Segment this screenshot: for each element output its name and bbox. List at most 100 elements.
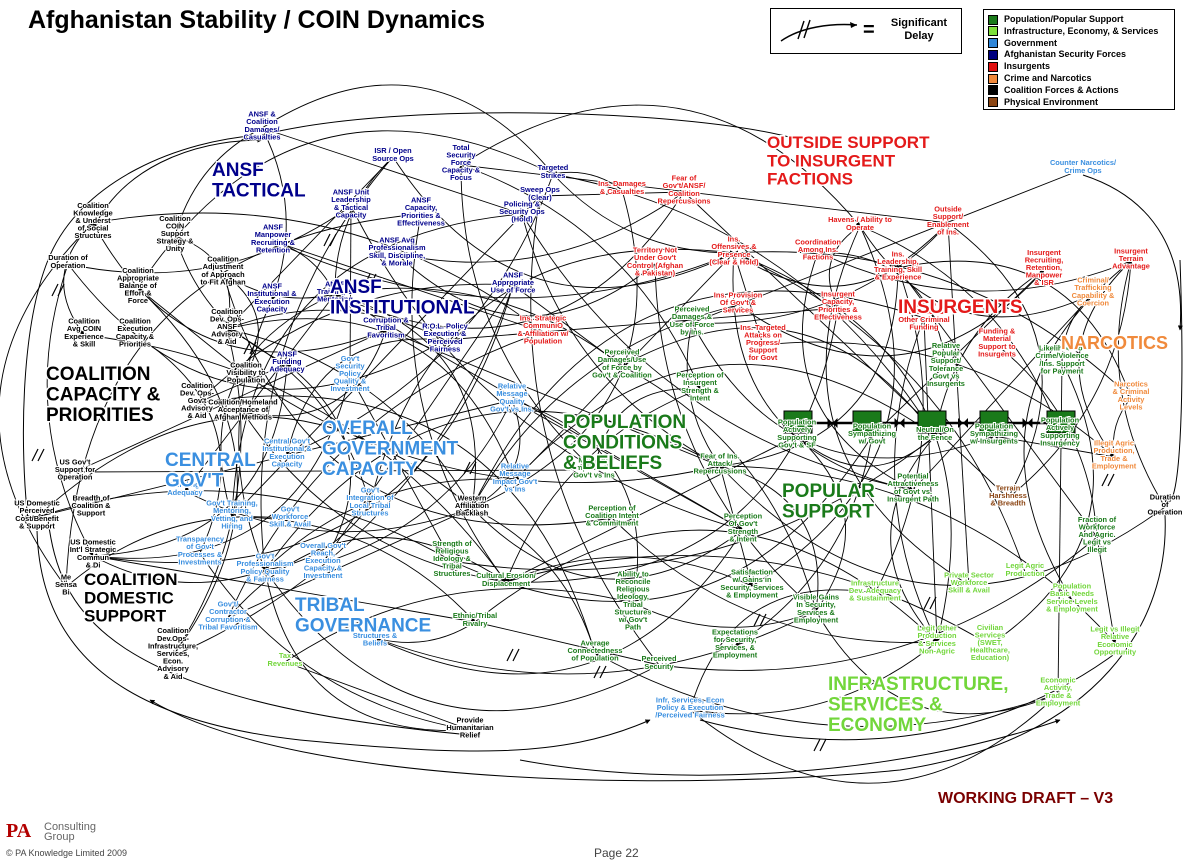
causal-link-arrow bbox=[172, 328, 242, 657]
page-number: Page 22 bbox=[594, 846, 639, 860]
page-title: Afghanistan Stability / COIN Dynamics bbox=[28, 6, 486, 34]
node-label: Fear of Ins.Attack/Repercussions bbox=[694, 451, 747, 475]
delay-mark-icon bbox=[51, 283, 59, 297]
causal-link-arrow bbox=[505, 556, 753, 587]
causal-link-arrow bbox=[222, 272, 336, 299]
causal-link-arrow bbox=[444, 307, 839, 342]
causal-link-arrow bbox=[284, 661, 471, 731]
causal-link-arrow bbox=[859, 225, 1061, 435]
working-draft-label: WORKING DRAFT – V3 bbox=[938, 790, 1114, 807]
legend-item: Coalition Forces & Actions bbox=[988, 85, 1119, 96]
causal-link-arrow bbox=[460, 164, 701, 390]
causal-link-arrow bbox=[1117, 260, 1166, 508]
causal-link-arrow bbox=[460, 163, 949, 224]
causal-link-arrow bbox=[471, 507, 744, 580]
feedback-loop-arrow bbox=[1164, 259, 1183, 506]
causal-link-arrow bbox=[349, 375, 453, 562]
causal-link-arrow bbox=[733, 252, 764, 346]
delay-mark-icon bbox=[759, 613, 767, 627]
causal-link-arrow bbox=[505, 307, 839, 585]
causal-link-arrow bbox=[689, 641, 938, 715]
feedback-loop-arrow bbox=[36, 529, 651, 752]
causal-link-arrow bbox=[374, 610, 817, 675]
causal-link-arrow bbox=[334, 287, 623, 367]
delay-mark-icon bbox=[37, 448, 45, 462]
causal-link-arrow bbox=[897, 260, 1132, 399]
causal-link-arrow bbox=[92, 363, 288, 559]
causal-link-arrow bbox=[796, 435, 846, 612]
causal-link-arrow bbox=[396, 191, 685, 263]
causal-link-arrow bbox=[92, 554, 476, 623]
delay-mark-icon bbox=[243, 341, 251, 355]
causal-link-arrow bbox=[196, 282, 514, 404]
causal-link-arrow bbox=[1055, 361, 1063, 695]
causal-link-arrow bbox=[83, 334, 507, 583]
delay-mark-icon bbox=[249, 341, 257, 355]
causal-link-arrow bbox=[369, 248, 735, 505]
causal-link-arrow bbox=[691, 322, 995, 459]
delay-equals: = bbox=[863, 19, 875, 41]
causal-link-arrow bbox=[334, 191, 685, 329]
legend-label: Population/Popular Support bbox=[1004, 14, 1124, 24]
population-stock-box bbox=[852, 410, 882, 434]
causal-link-arrow bbox=[471, 507, 596, 654]
causal-link-arrow bbox=[229, 213, 523, 518]
causal-link-arrow bbox=[242, 329, 387, 417]
causal-link-arrow bbox=[392, 156, 735, 289]
node-label: Ins.Leadership,Training, Skill& Experien… bbox=[874, 250, 922, 282]
causal-link-arrow bbox=[871, 269, 1045, 437]
causal-link-arrow bbox=[0, 222, 94, 588]
causal-link-arrow bbox=[514, 363, 936, 481]
causal-link-arrow bbox=[654, 263, 817, 612]
causal-link-arrow bbox=[74, 469, 595, 475]
causal-link-arrow bbox=[65, 516, 291, 588]
delay-mark-icon bbox=[506, 648, 514, 662]
population-stock-box bbox=[1046, 410, 1076, 434]
causal-link-arrow bbox=[263, 569, 471, 732]
delay-mark-icon bbox=[463, 461, 471, 475]
population-stock-box bbox=[917, 410, 947, 434]
legend-label: Government bbox=[1004, 37, 1058, 48]
causal-link-arrow bbox=[511, 399, 744, 531]
feedback-loop-arrow bbox=[149, 514, 1166, 782]
causal-link-arrow bbox=[322, 284, 514, 564]
causal-link-arrow bbox=[222, 272, 613, 526]
causal-link-arrow bbox=[220, 293, 336, 518]
legend-label: Infrastructure, Economy, & Services bbox=[1004, 25, 1159, 36]
causal-link-arrow bbox=[897, 267, 1098, 538]
causal-link-arrow bbox=[552, 171, 623, 191]
causal-link-arrow bbox=[658, 536, 1098, 671]
causal-link-arrow bbox=[912, 293, 1094, 491]
pa-logo-mark: PA bbox=[6, 820, 32, 842]
causal-link-arrow bbox=[719, 463, 1116, 644]
